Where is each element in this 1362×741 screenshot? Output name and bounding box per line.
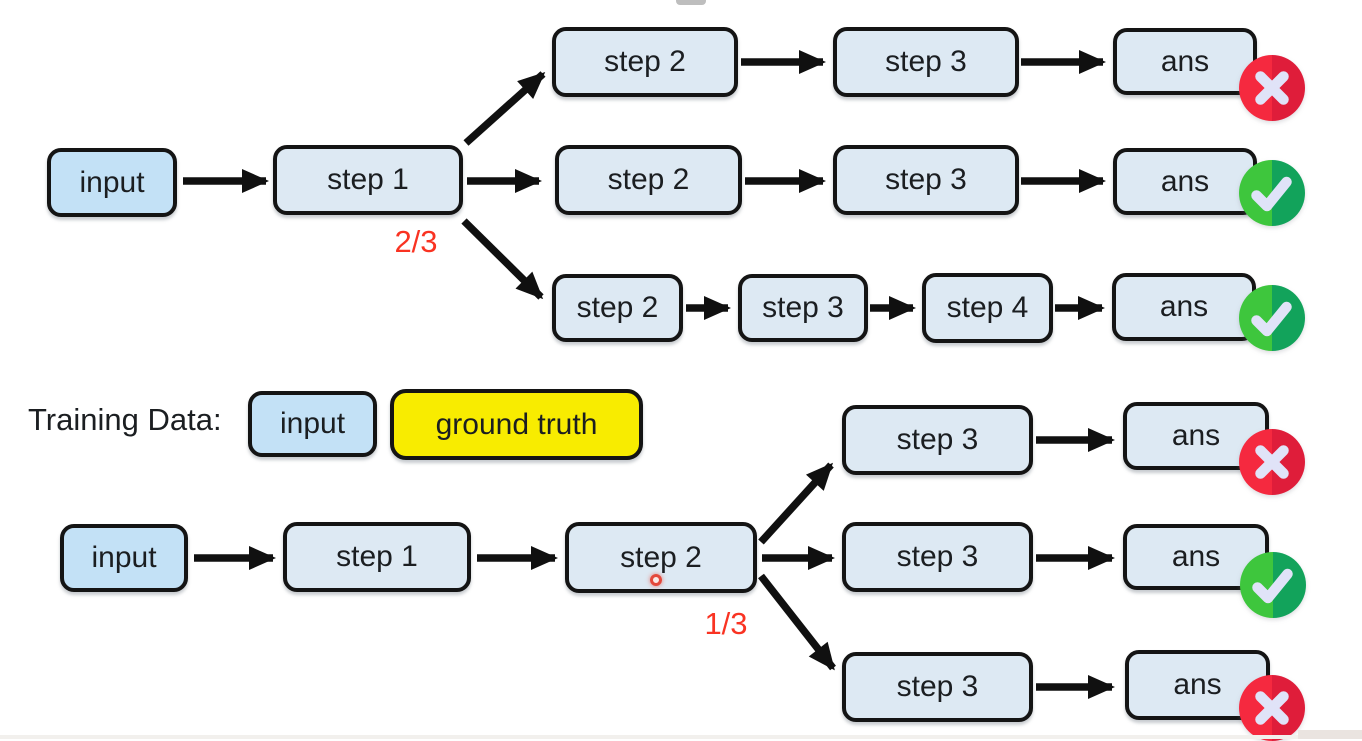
bottom-edge-strip <box>0 735 1362 739</box>
node-step3: step 3 <box>833 27 1019 97</box>
arrow <box>463 71 546 146</box>
node-step1: step 1 <box>273 145 463 215</box>
node-step1: step 1 <box>283 522 471 592</box>
bottom-corner-shade <box>1298 730 1362 739</box>
node-step3: step 3 <box>842 405 1033 475</box>
cropped-slide-artifact <box>676 0 706 5</box>
node-step3: step 3 <box>842 522 1033 592</box>
node-step4: step 4 <box>922 273 1053 343</box>
node-ans: ans <box>1123 402 1269 470</box>
ground-truth-node: ground truth <box>390 389 643 460</box>
check-icon <box>1239 160 1305 226</box>
node-input: input <box>47 148 177 217</box>
training-input-node: input <box>248 391 377 457</box>
check-icon <box>1239 285 1305 351</box>
node-step3: step 3 <box>738 274 868 342</box>
node-step2: step 2 <box>555 145 742 215</box>
node-step2: step 2 <box>552 274 683 342</box>
laser-pointer-dot <box>650 574 662 586</box>
node-step2: step 2 <box>552 27 738 97</box>
arrow <box>758 462 834 545</box>
success-ratio-label: 2/3 <box>394 224 438 259</box>
node-ans: ans <box>1112 273 1256 341</box>
cross-icon <box>1239 55 1305 121</box>
node-input: input <box>60 524 188 592</box>
arrow <box>461 218 544 300</box>
node-step3: step 3 <box>833 145 1019 215</box>
node-step3: step 3 <box>842 652 1033 722</box>
cross-icon <box>1239 429 1305 495</box>
cross-icon <box>1239 675 1305 741</box>
node-ans: ans <box>1113 28 1257 95</box>
check-icon <box>1240 552 1306 618</box>
node-ans: ans <box>1113 148 1257 215</box>
training-data-label: Training Data: <box>28 402 222 437</box>
arrow <box>758 573 836 671</box>
success-ratio-label: 1/3 <box>704 606 748 641</box>
